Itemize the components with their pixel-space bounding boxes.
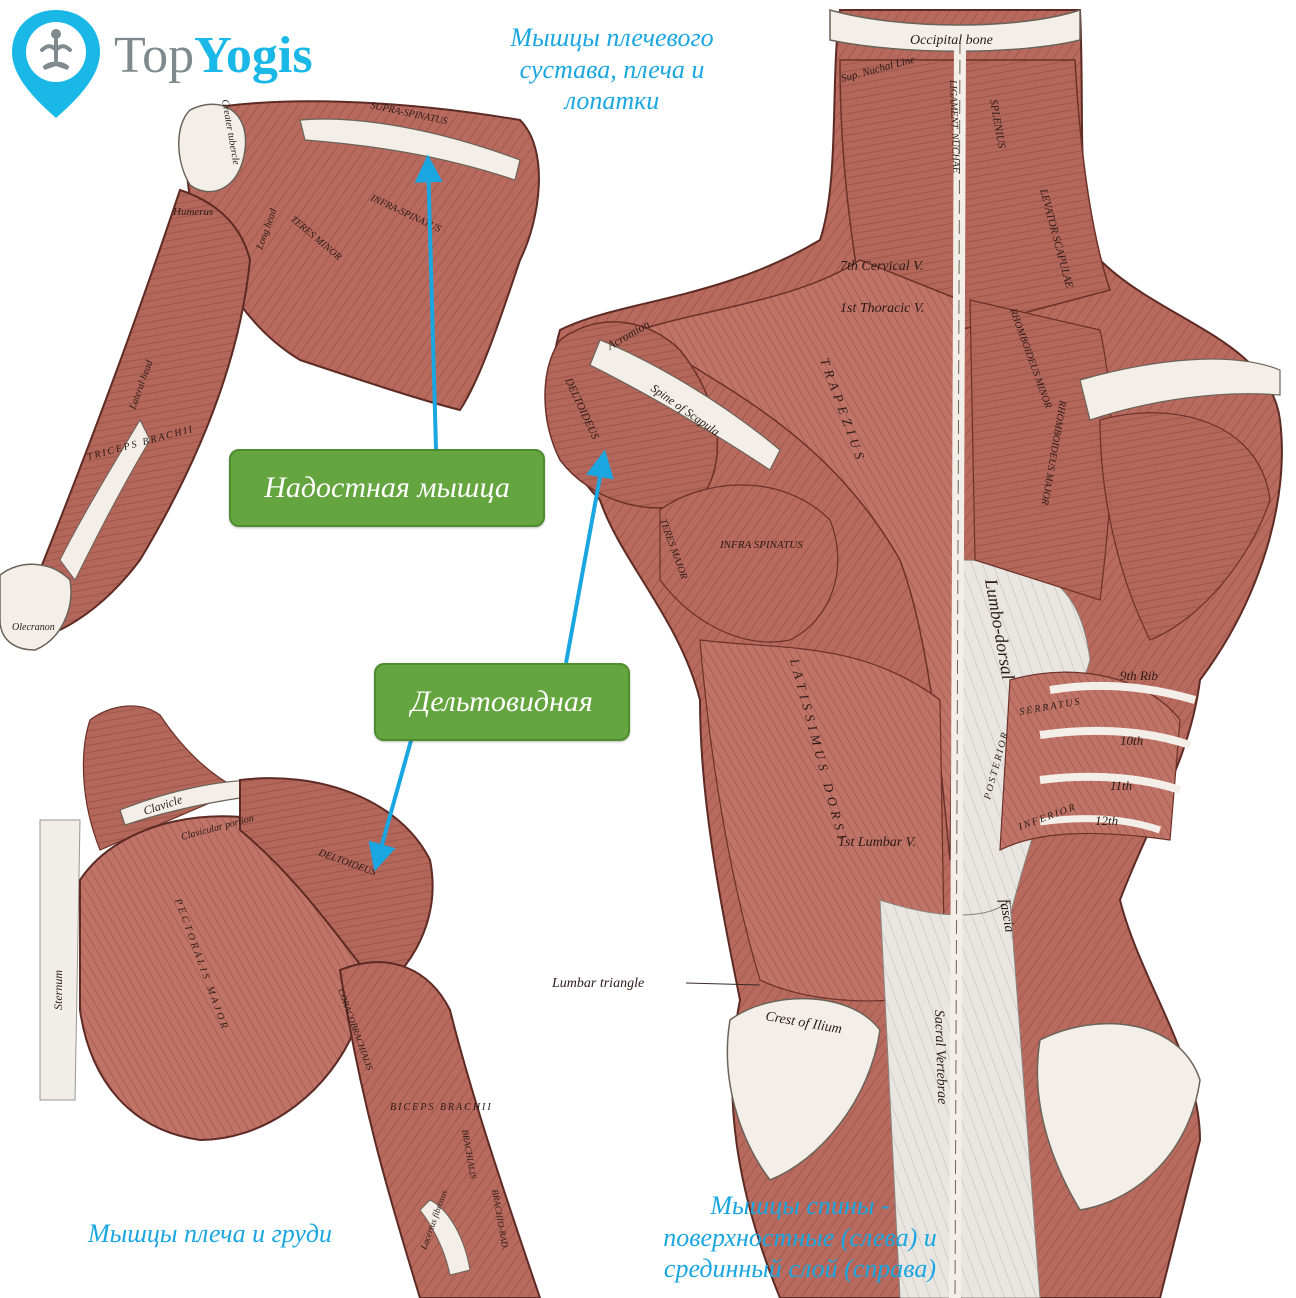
label-rib-11: 11th — [1110, 778, 1132, 793]
shoulder-scapula-figure — [0, 100, 540, 651]
rib-11 — [1039, 772, 1182, 794]
rib-10 — [1039, 726, 1192, 749]
lacertus-fibrosus — [419, 1199, 471, 1276]
caption-shoulder-chest: Мышцы плеча и груди — [30, 1218, 390, 1250]
label-rib-9: 9th Rib — [1120, 668, 1158, 683]
occipital-bone — [829, 8, 1081, 52]
spine-of-scapula-left — [589, 339, 781, 471]
caption-line: поверхностные (слева) и — [663, 1222, 937, 1252]
arrow-deltoid-back — [564, 449, 614, 664]
arrow-deltoid-front — [368, 736, 414, 872]
topyogis-logo: TopYogis — [8, 6, 328, 126]
label-rib-10: 10th — [1120, 733, 1143, 748]
label-sternum: Sternum — [51, 970, 65, 1010]
label-fascia: fascia — [996, 898, 1017, 934]
label-cervical-7: 7th Cervical V. — [840, 259, 923, 274]
arrow-supraspinatus — [414, 154, 443, 450]
chest-shoulder-figure — [39, 705, 542, 1298]
caption-back: Мышцы спины - поверхностные (слева) и ср… — [600, 1190, 1000, 1285]
spinal-column-outline — [954, 39, 961, 1298]
label-biceps: BICEPS BRACHII — [390, 1102, 493, 1113]
brand-wordmark: TopYogis — [114, 30, 313, 82]
caption-line: Мышцы спины - — [710, 1191, 890, 1220]
label-thoracic-1: 1st Thoracic V. — [840, 301, 924, 316]
brand-top: Top — [114, 27, 195, 84]
callout-arrows — [368, 154, 614, 872]
scapula-spine-bone — [299, 118, 521, 181]
brand-yogis: Yogis — [194, 27, 313, 84]
right-scapula-muscles — [1099, 412, 1271, 641]
infraspinatus-muscle — [659, 484, 839, 643]
spine-of-scapula-right — [1079, 358, 1281, 421]
caption-line: Мышцы плечевого — [510, 23, 714, 52]
label-olecranon: Olecranon — [12, 622, 55, 633]
lumbar-triangle-leader — [685, 982, 761, 986]
olecranon-bone — [0, 563, 72, 651]
label-occipital-bone: Occipital bone — [910, 33, 993, 48]
pectoralis-major-muscle — [79, 815, 365, 1142]
back-muscles-figure — [544, 8, 1283, 1298]
label-humerus: Humerus — [172, 206, 213, 218]
biceps-arm — [338, 961, 542, 1298]
rib-9 — [1049, 681, 1197, 704]
rib-12 — [1039, 815, 1162, 834]
label-rib-12: 12th — [1095, 813, 1118, 828]
humerus-head-bone — [178, 103, 247, 193]
callout-deltoid: Дельтовидная — [374, 663, 630, 741]
label-lumbar-1: 1st Lumbar V. — [838, 835, 916, 850]
callout-supraspinatus: Надостная мышца — [229, 449, 545, 527]
label-lig-nuchae: LIGAMENT. NUCHAE — [947, 79, 961, 173]
sternum-bone — [39, 819, 81, 1101]
caption-line: сустава, плеча и — [519, 54, 705, 84]
rhomboid-muscles — [969, 299, 1113, 601]
label-lumbar-triangle: Lumbar triangle — [551, 976, 644, 991]
triceps-tendon — [59, 418, 151, 581]
ilium-left — [726, 997, 881, 1181]
caption-line: Мышцы плеча и груди — [87, 1219, 332, 1248]
caption-shoulder-joint: Мышцы плечевого сустава, плеча и лопатки — [462, 22, 762, 117]
map-pin-yoga-icon — [12, 10, 100, 118]
caption-line: лопатки — [564, 86, 660, 116]
serratus-posterior-inferior — [999, 671, 1181, 852]
label-infraspinatus: INFRA SPINATUS — [719, 539, 803, 551]
caption-line: срединный слой (справа) — [663, 1254, 937, 1284]
neck-muscles — [839, 59, 1111, 331]
ilium-right — [1036, 1022, 1201, 1211]
label-sacral: Sacral Vertebrae — [931, 1010, 949, 1105]
